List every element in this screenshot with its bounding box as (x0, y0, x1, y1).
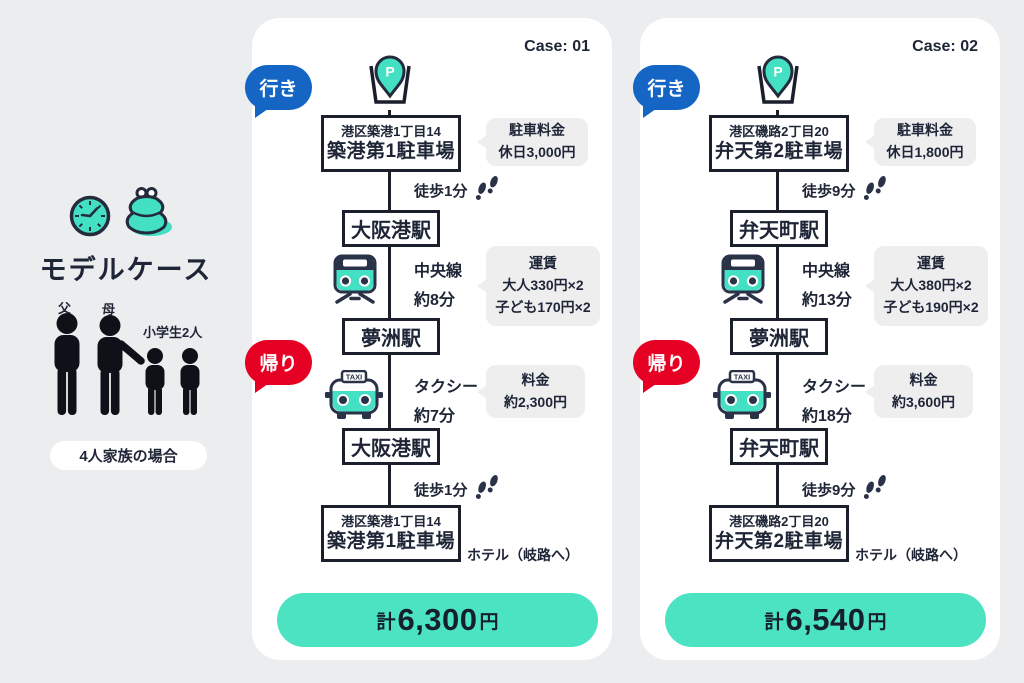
walk-label: 徒歩9分 (802, 183, 856, 200)
parking-name: 築港第1駐車場 (326, 140, 456, 162)
footprints-icon (474, 174, 501, 207)
taxi-fee-value: 約2,300円 (503, 393, 568, 410)
parking-fee-value: 休日3,000円 (498, 144, 576, 160)
footprints-icon (474, 473, 501, 506)
station-node-return: 大阪港駅 (342, 428, 440, 465)
total-cost-pill: 計 6,540 円 (665, 593, 986, 647)
taxi-label: タクシー (802, 379, 867, 396)
station-node-destination: 夢洲駅 (730, 318, 828, 355)
left-panel-icons (68, 186, 174, 243)
fare-child: 子ども190円×2 (883, 298, 979, 315)
parking-fee-bubble: 駐車料金 休日3,000円 (486, 118, 588, 166)
parking-name: 弁天第2駐車場 (714, 530, 844, 552)
parking-node-outbound: 港区築港1丁目14 築港第1駐車場 (321, 115, 461, 172)
taxi-fee-bubble: 料金 約2,300円 (486, 365, 585, 418)
children-label: 小学生2人 (143, 325, 203, 340)
total-amount: 6,540 (785, 602, 866, 637)
train-segment-label: 中央線 約8分 (414, 258, 462, 316)
taxi-fee-value: 約3,600円 (891, 393, 956, 410)
fare-adult: 大人330円×2 (502, 277, 584, 294)
parking-address: 港区築港1丁目14 (341, 124, 441, 140)
clock-icon (68, 194, 112, 243)
parking-address: 港区磯路2丁目20 (729, 514, 829, 530)
total-amount: 6,300 (397, 602, 478, 637)
station-node-boarding: 大阪港駅 (342, 210, 440, 247)
parking-node-return: 港区磯路2丁目20 弁天第2駐車場 (709, 505, 849, 562)
walk-segment-return: 徒歩9分 (802, 473, 889, 506)
parking-pin-icon (355, 54, 425, 111)
family-caption: 4人家族の場合 (50, 441, 207, 470)
train-line: 中央線 (414, 263, 463, 280)
train-icon (717, 254, 769, 309)
outbound-badge: 行き (245, 65, 312, 110)
family-figures-icon (45, 313, 215, 438)
total-prefix: 計 (764, 611, 784, 633)
taxi-segment-label: タクシー 約18分 (802, 374, 866, 432)
taxi-label: タクシー (414, 379, 479, 396)
case-card-1: Case: 01 行き 港区築港1丁目14 築港第1駐車場 駐車料金 休日3,0… (245, 18, 612, 660)
parking-fee-bubble: 駐車料金 休日1,800円 (874, 118, 976, 166)
train-icon (329, 254, 381, 309)
taxi-time: 約7分 (414, 407, 455, 425)
hotel-note: ホテル（岐路へ） (467, 547, 579, 563)
walk-label: 徒歩1分 (414, 482, 468, 499)
fare-child: 子ども170円×2 (495, 298, 591, 315)
parking-address: 港区磯路2丁目20 (729, 124, 829, 140)
taxi-time: 約18分 (802, 407, 852, 425)
taxi-icon (323, 369, 385, 425)
walk-segment-return: 徒歩1分 (414, 473, 501, 506)
train-line: 中央線 (802, 263, 851, 280)
fare-title: 運賃 (529, 255, 557, 272)
purse-icon (120, 186, 174, 243)
total-unit: 円 (479, 611, 499, 633)
parking-node-return: 港区築港1丁目14 築港第1駐車場 (321, 505, 461, 562)
parking-fee-title: 駐車料金 (509, 122, 565, 139)
walk-label: 徒歩9分 (802, 482, 856, 499)
footprints-icon (862, 174, 889, 207)
return-badge: 帰り (633, 340, 700, 385)
parking-name: 築港第1駐車場 (326, 530, 456, 552)
parking-node-outbound: 港区磯路2丁目20 弁天第2駐車場 (709, 115, 849, 172)
train-segment-label: 中央線 約13分 (802, 258, 852, 316)
taxi-fee-bubble: 料金 約3,600円 (874, 365, 973, 418)
return-badge: 帰り (245, 340, 312, 385)
parking-fee-value: 休日1,800円 (886, 144, 964, 160)
parking-address: 港区築港1丁目14 (341, 514, 441, 530)
station-node-destination: 夢洲駅 (342, 318, 440, 355)
train-time: 約8分 (414, 291, 455, 309)
total-cost-pill: 計 6,300 円 (277, 593, 598, 647)
case-label: Case: 01 (524, 38, 590, 55)
taxi-icon (711, 369, 773, 425)
mother-label: 母 (102, 302, 116, 317)
taxi-segment-label: タクシー 約7分 (414, 374, 478, 432)
taxi-fee-title: 料金 (909, 371, 938, 388)
hotel-note: ホテル（岐路へ） (855, 547, 967, 563)
total-unit: 円 (867, 611, 887, 633)
page-title: モデルケース (39, 255, 213, 285)
station-node-boarding: 弁天町駅 (730, 210, 828, 247)
father-label: 父 (58, 301, 72, 316)
fare-bubble: 運賃 大人330円×2 子ども170円×2 (486, 246, 600, 326)
fare-bubble: 運賃 大人380円×2 子ども190円×2 (874, 246, 988, 326)
parking-pin-icon (743, 54, 813, 111)
footprints-icon (862, 473, 889, 506)
walk-segment-outbound: 徒歩9分 (802, 174, 889, 207)
walk-label: 徒歩1分 (414, 183, 468, 200)
outbound-badge: 行き (633, 65, 700, 110)
train-time: 約13分 (802, 291, 852, 309)
walk-segment-outbound: 徒歩1分 (414, 174, 501, 207)
fare-title: 運賃 (917, 255, 945, 272)
parking-fee-title: 駐車料金 (897, 122, 953, 139)
total-prefix: 計 (376, 611, 396, 633)
case-card-2: Case: 02 行き 港区磯路2丁目20 弁天第2駐車場 駐車料金 休日1,8… (633, 18, 1000, 660)
case-label: Case: 02 (912, 38, 978, 55)
station-node-return: 弁天町駅 (730, 428, 828, 465)
taxi-fee-title: 料金 (521, 371, 550, 388)
parking-name: 弁天第2駐車場 (714, 140, 844, 162)
fare-adult: 大人380円×2 (890, 277, 972, 294)
